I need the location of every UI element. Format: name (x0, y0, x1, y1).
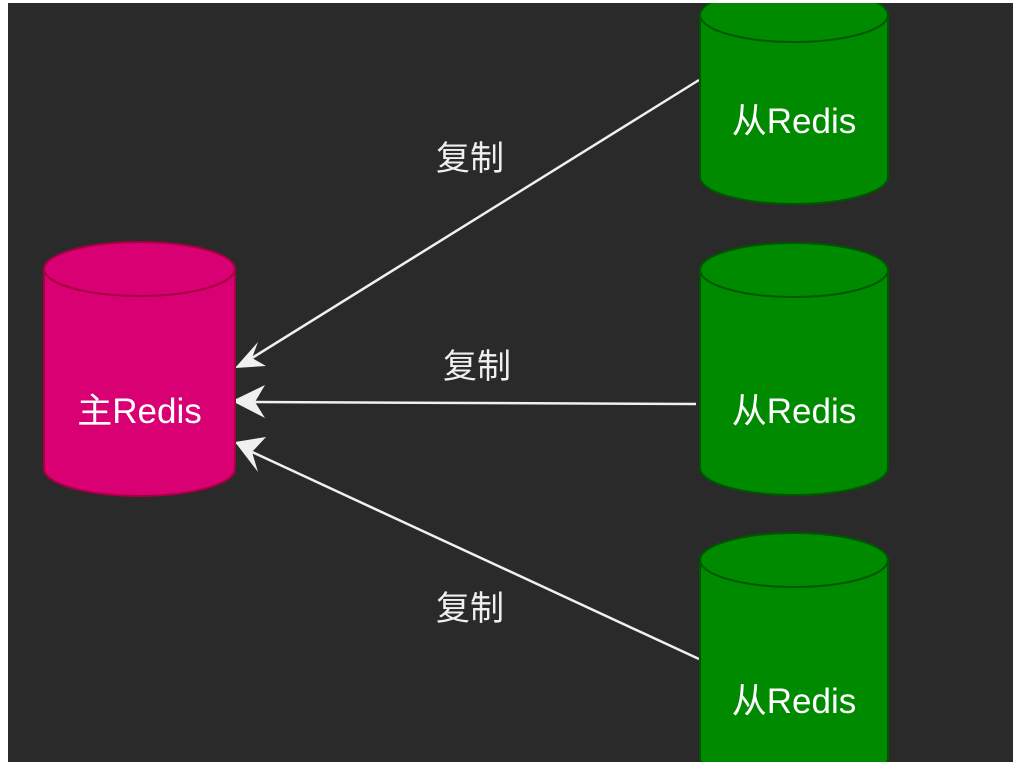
replication-diagram: 复制 复制 复制 主Redis 从Redis 从Redis 从Redis (43, 3, 889, 762)
slave-redis-label: 从Redis (732, 392, 856, 431)
arrowhead-icon (232, 385, 265, 418)
edge-label-top: 复制 (436, 139, 504, 179)
master-redis-label: 主Redis (77, 392, 201, 431)
edge-label-bottom: 复制 (436, 589, 504, 629)
replication-arrow[interactable] (251, 450, 700, 661)
slave-redis-node-1[interactable]: 从Redis (699, 3, 889, 205)
cylinder-top (43, 241, 236, 297)
slave-redis-label: 从Redis (732, 682, 856, 721)
replication-arrow[interactable] (251, 400, 697, 406)
cylinder-top (699, 3, 889, 43)
arrowhead-icon (235, 437, 266, 472)
edge-slave-2-to-master[interactable] (232, 385, 697, 418)
edge-label-middle: 复制 (443, 347, 511, 387)
diagram-canvas: 复制 复制 复制 主Redis 从Redis 从Redis 从Redis (8, 3, 1013, 762)
slave-redis-node-2[interactable]: 从Redis (699, 242, 889, 496)
cylinder-body (43, 268, 236, 497)
slave-redis-node-3[interactable]: 从Redis (699, 532, 889, 762)
arrowhead-icon (235, 342, 266, 368)
cylinder-top (699, 532, 889, 588)
cylinder-body (699, 14, 889, 205)
slave-redis-label: 从Redis (732, 102, 856, 141)
cylinder-body (699, 559, 889, 762)
edge-slave-1-to-master[interactable] (235, 78, 700, 368)
edge-slave-3-to-master[interactable] (235, 437, 700, 661)
cylinder-body (699, 269, 889, 496)
master-redis-node[interactable]: 主Redis (43, 241, 236, 497)
cylinder-top (699, 242, 889, 298)
replication-arrow[interactable] (251, 78, 700, 360)
